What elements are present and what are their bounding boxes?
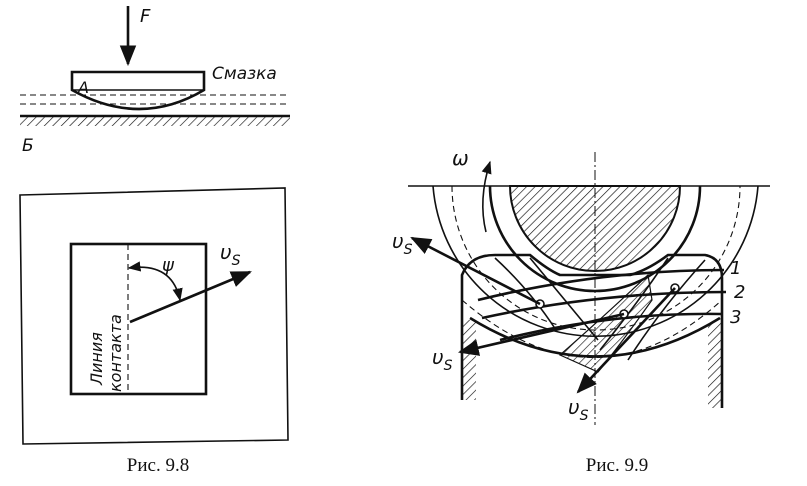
caption-fig-9-8: Рис. 9.8 xyxy=(127,455,189,476)
fig-9-8-plan-view: Линия контакта ψ υS xyxy=(19,187,289,445)
contact-line-2 xyxy=(481,290,727,320)
point-a-label: A xyxy=(77,78,89,97)
velocity-arrow-1 xyxy=(410,236,541,306)
sliding-velocity-label: υS xyxy=(220,240,241,269)
contact-area xyxy=(69,242,208,396)
lubricant-label: Смазка xyxy=(212,64,277,84)
mesh-curve-1 xyxy=(494,257,557,331)
force-label: F xyxy=(140,6,151,27)
pitch-arc-lower xyxy=(461,299,723,359)
inner-cavity-arc xyxy=(488,185,702,293)
velocity-arrow-2 xyxy=(457,312,625,356)
fig-9-8-top-diagram: F A Смазка Б xyxy=(20,6,290,156)
velocity-arrow-3 xyxy=(576,287,676,394)
contact-line-label-2: контакта xyxy=(106,314,125,392)
base-hatching xyxy=(20,117,290,126)
right-wall-hatch xyxy=(708,320,722,408)
fig-9-9-diagram: ω 1 2 3 υS υS υS xyxy=(392,146,770,425)
contact-line-1 xyxy=(477,268,725,302)
mesh-curve-2 xyxy=(529,257,599,341)
mesh-curve-4 xyxy=(627,259,706,361)
label-1: 1 xyxy=(730,258,741,279)
tooth-body xyxy=(460,253,724,408)
contact-line-3 xyxy=(499,312,723,342)
point-b-label: Б xyxy=(22,136,34,156)
contact-line-label-1: Линия xyxy=(87,332,106,386)
outer-surface-outline xyxy=(19,187,289,445)
omega-label: ω xyxy=(452,146,469,170)
mesh-curve-3 xyxy=(599,257,669,351)
pitch-arc-outer xyxy=(451,185,741,331)
caption-fig-9-9: Рис. 9.9 xyxy=(586,455,648,476)
velocity-label-1: υS xyxy=(392,229,413,258)
angle-label: ψ xyxy=(162,255,175,276)
velocity-label-2: υS xyxy=(432,345,453,374)
rotation-arrow xyxy=(481,160,492,233)
angle-arc xyxy=(127,261,183,302)
sliding-velocity-arrow xyxy=(129,270,252,324)
velocity-label-3: υS xyxy=(568,395,589,424)
label-3: 3 xyxy=(730,307,741,328)
label-2: 2 xyxy=(734,282,745,303)
worm-section xyxy=(508,185,682,272)
left-wall-hatch xyxy=(462,320,476,400)
